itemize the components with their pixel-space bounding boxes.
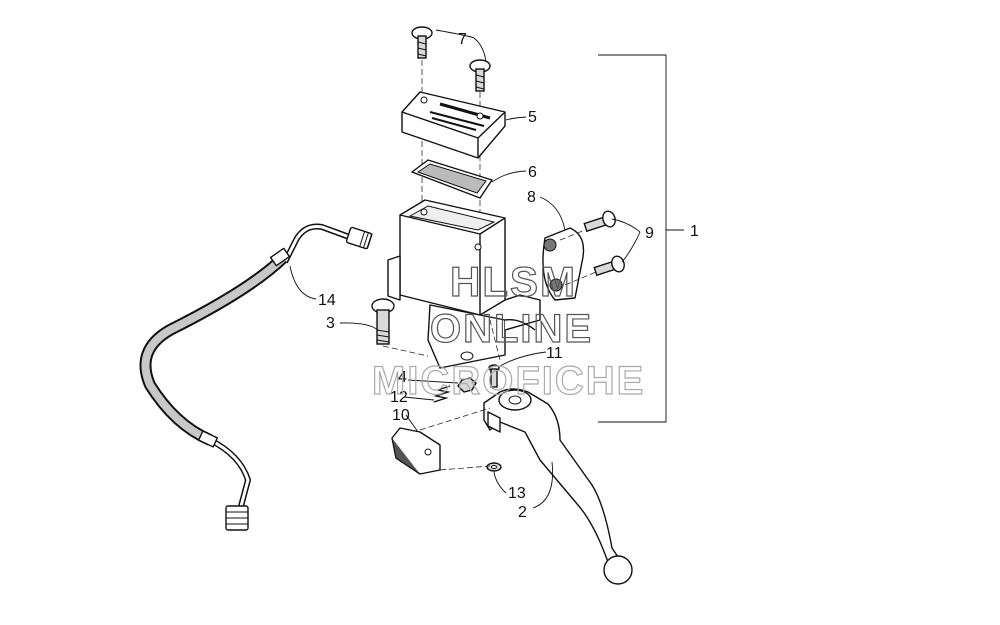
callout-2: 2 <box>518 504 527 521</box>
callout-10: 10 <box>392 407 410 424</box>
reservoir-screw-right <box>469 59 491 92</box>
callout-labels: 1 2 3 4 5 6 7 8 9 10 11 12 13 14 <box>318 31 699 521</box>
callout-9: 9 <box>645 225 654 242</box>
callout-3: 3 <box>326 315 335 332</box>
callout-12: 12 <box>390 389 408 406</box>
clamp-bolt-upper <box>559 210 616 241</box>
master-cylinder-body <box>387 199 541 369</box>
callout-6: 6 <box>528 164 537 181</box>
callout-11: 11 <box>546 345 563 362</box>
reservoir-screw-left <box>411 26 433 59</box>
callout-4: 4 <box>398 369 407 386</box>
lever-pin <box>488 364 500 388</box>
return-spring <box>433 385 451 403</box>
guide-lines <box>382 319 501 471</box>
dust-boot <box>391 427 441 475</box>
leader-lines <box>289 29 641 509</box>
callout-7: 7 <box>458 31 467 48</box>
callout-1: 1 <box>690 223 699 240</box>
watermark-line-3: MICROFICHE <box>372 359 645 403</box>
reservoir-gasket <box>411 159 493 199</box>
callout-14: 14 <box>318 292 336 309</box>
pivot-bolt <box>371 298 395 345</box>
watermark-line-1: HLSM <box>450 258 577 305</box>
callout-8: 8 <box>527 189 536 206</box>
assembly-bracket <box>598 54 684 423</box>
callout-5: 5 <box>528 109 537 126</box>
brake-lever <box>483 388 633 585</box>
reservoir-cover <box>401 91 506 159</box>
brake-hose <box>139 223 373 531</box>
callout-13: 13 <box>508 485 526 502</box>
washer <box>486 462 502 472</box>
handlebar-clamp <box>542 227 585 301</box>
watermark-line-2: ONLINE <box>430 307 593 351</box>
nut <box>457 377 477 393</box>
watermark: HLSM ONLINE MICROFICHE <box>371 257 645 403</box>
clamp-bolt-lower <box>564 255 625 286</box>
